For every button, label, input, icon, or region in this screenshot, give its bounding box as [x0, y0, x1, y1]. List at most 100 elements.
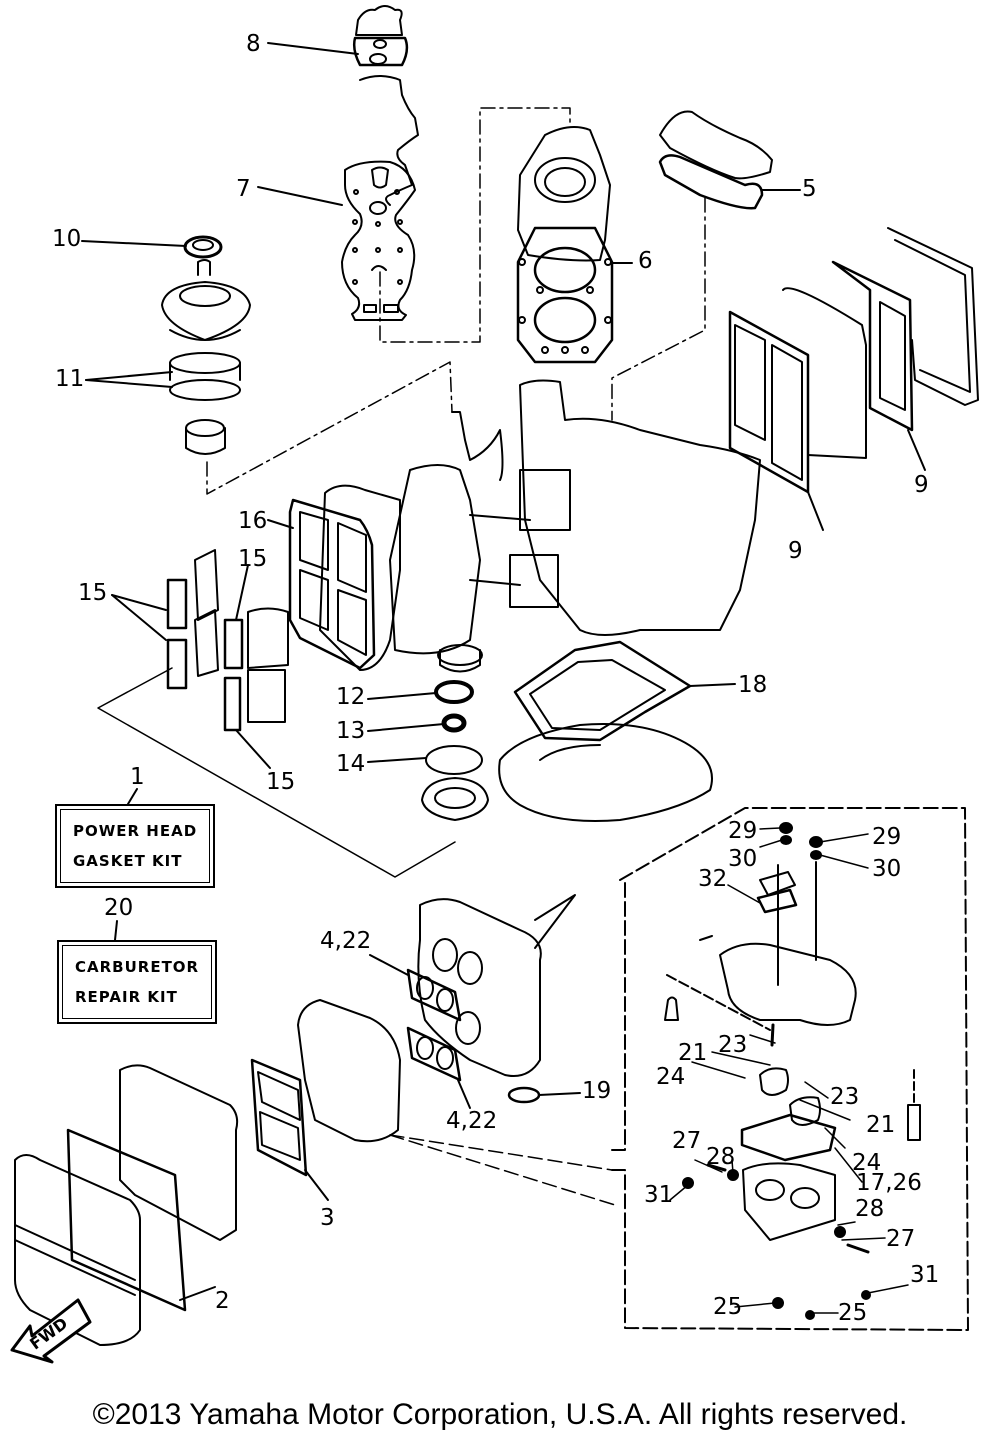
part-6-head [517, 125, 611, 262]
leader-16 [267, 519, 294, 529]
callout-19: 19 [582, 1078, 612, 1104]
callout-28-left: 28 [706, 1144, 736, 1170]
kit-box-line1: POWER HEAD [73, 822, 198, 840]
part-16-gasket [288, 498, 376, 670]
leader-11a [85, 371, 173, 381]
callout-10: 10 [52, 226, 82, 252]
callout-32: 32 [698, 866, 728, 892]
lower-base [498, 723, 713, 822]
callout-2: 2 [215, 1288, 230, 1314]
leader-20 [114, 920, 118, 941]
connector-carb-a [389, 1134, 613, 1171]
connector-carb-b [389, 1134, 616, 1206]
part-13-seal [441, 713, 467, 733]
leader-15d [235, 729, 271, 769]
callout-1: 1 [130, 764, 145, 790]
callout-24-left: 24 [656, 1064, 686, 1090]
callout-14: 14 [336, 751, 366, 777]
crankcase-block [319, 379, 761, 673]
leader-15a [111, 594, 167, 611]
callout-15-lower: 15 [266, 769, 296, 795]
callout-25-right: 25 [838, 1300, 868, 1326]
bearing-housing [421, 777, 489, 821]
part-19-gasket [507, 1086, 541, 1104]
leader-15c [235, 564, 249, 621]
callout-25-left: 25 [713, 1294, 743, 1320]
kit-box-carburetor-repair: CARBURETOR REPAIR KIT [57, 940, 218, 1024]
callout-15-left: 15 [78, 580, 108, 606]
kit-box-line1: CARBURETOR [75, 958, 200, 976]
part-6-gasket [516, 226, 614, 364]
connector-11-block [206, 361, 453, 495]
callout-20: 20 [104, 895, 134, 921]
leader-2 [179, 1286, 216, 1301]
connector-7-6 [379, 107, 571, 343]
callout-30-left: 30 [728, 846, 758, 872]
leader-10 [81, 240, 187, 247]
carburetor-detail-frame [611, 807, 969, 1331]
callout-17-26: 17,26 [856, 1170, 922, 1196]
leader-18 [689, 683, 736, 687]
callout-21-left: 21 [678, 1040, 708, 1066]
kit-box-power-head-gasket: POWER HEAD GASKET KIT [55, 804, 216, 888]
silencer-body [297, 999, 401, 1143]
part-14-oring [425, 745, 483, 775]
callout-9-right: 9 [914, 472, 929, 498]
leader-1 [127, 788, 138, 805]
callout-9-left: 9 [788, 538, 803, 564]
part-4-22-gaskets [406, 968, 462, 1082]
callout-24-right: 24 [852, 1150, 882, 1176]
callout-4-22-lower: 4,22 [446, 1108, 498, 1134]
leader-11b [85, 379, 173, 388]
part-10-seal [183, 235, 223, 259]
callout-31-right: 31 [910, 1262, 940, 1288]
callout-12: 12 [336, 684, 366, 710]
part-7-gasket [341, 75, 419, 321]
callout-6: 6 [638, 248, 653, 274]
callout-18: 18 [738, 672, 768, 698]
callout-11: 11 [55, 366, 85, 392]
part-9-plates [728, 227, 979, 494]
callout-16: 16 [238, 508, 268, 534]
forward-arrow-icon: FWD [10, 1298, 92, 1364]
part-12-seal [434, 680, 474, 704]
carburetor-detail-parts [664, 822, 921, 1320]
part-8-housing [352, 5, 409, 67]
part-15-reeds [166, 549, 289, 732]
carburetor-body [417, 894, 576, 1077]
leader-12 [367, 692, 437, 700]
callout-28-right: 28 [855, 1196, 885, 1222]
connector-reeds [97, 667, 456, 878]
callout-29-left: 29 [728, 818, 758, 844]
leader-4b [457, 1079, 471, 1109]
callout-27-left: 27 [672, 1128, 702, 1154]
leader-9a [807, 491, 824, 531]
callout-27-right: 27 [886, 1226, 916, 1252]
callout-5: 5 [802, 176, 817, 202]
kit-box-line2: REPAIR KIT [75, 988, 178, 1006]
part-2-gasket-and-cover [14, 1064, 239, 1346]
part-3-gasket [250, 1058, 308, 1177]
carburetor-detail-leaders [669, 827, 909, 1314]
callout-7: 7 [236, 176, 251, 202]
kit-box-line2: GASKET KIT [73, 852, 183, 870]
leader-13 [367, 723, 445, 732]
leader-14 [367, 757, 427, 763]
callout-21-right: 21 [866, 1112, 896, 1138]
carburetor-detail-frame-left [611, 879, 626, 1151]
leader-4a [369, 954, 409, 976]
leader-15b [111, 594, 167, 641]
callout-4-22-upper: 4,22 [320, 928, 372, 954]
callout-29-right: 29 [872, 824, 902, 850]
callout-15-upper: 15 [238, 546, 268, 572]
connector-5 [611, 197, 706, 421]
callout-23-right: 23 [830, 1084, 860, 1110]
part-18-gasket [513, 640, 692, 742]
callout-3: 3 [320, 1205, 335, 1231]
callout-13: 13 [336, 718, 366, 744]
part-5-cover [658, 110, 773, 210]
leader-8 [267, 42, 359, 55]
leader-9b [907, 429, 926, 471]
callout-30-right: 30 [872, 856, 902, 882]
